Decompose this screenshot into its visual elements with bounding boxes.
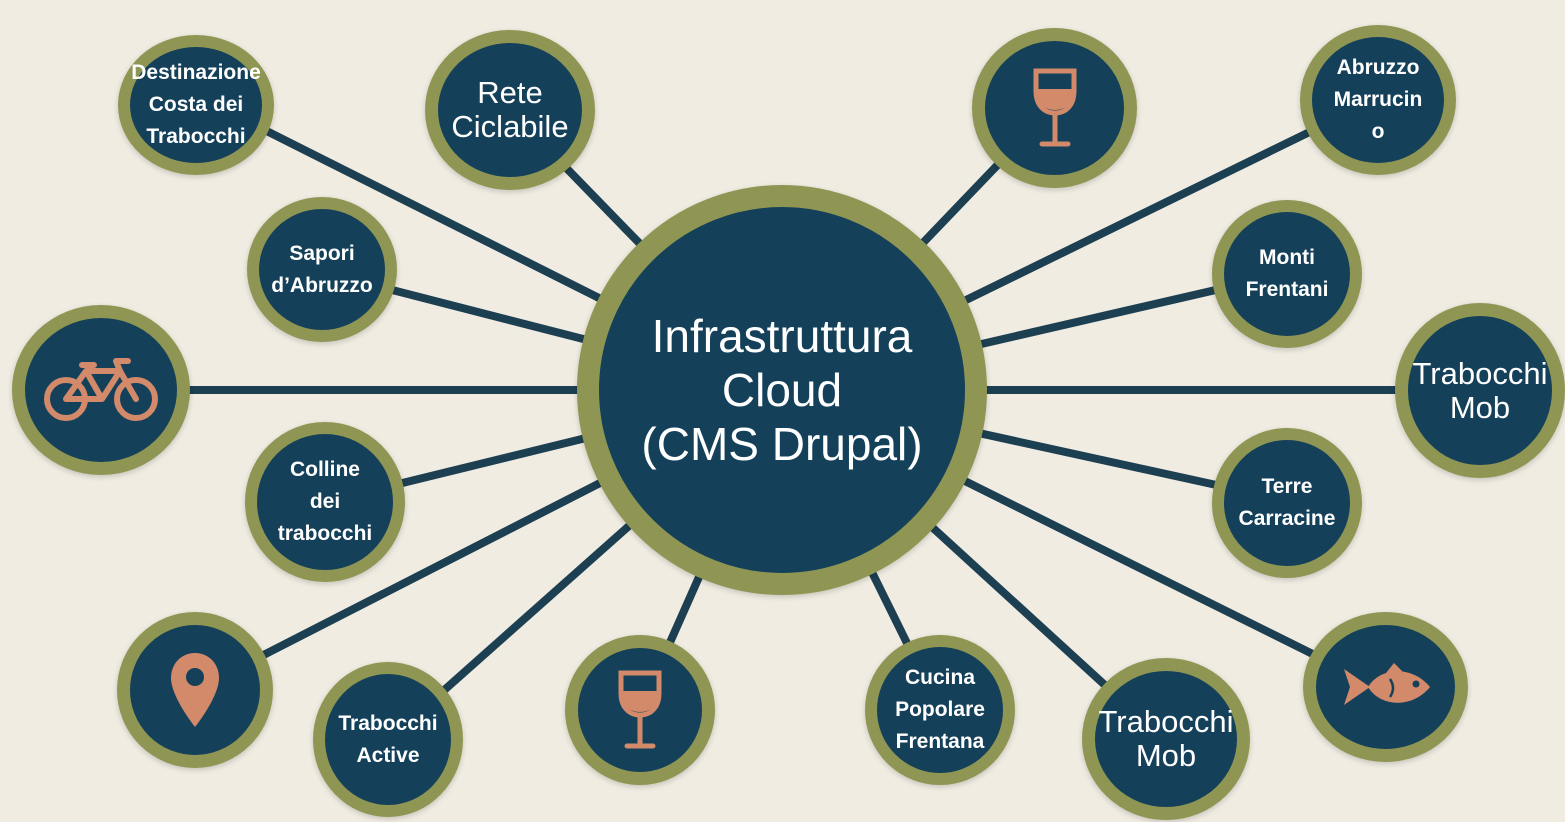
node-destinazione-costa-dei-trabocchi: Destinazione Costa dei Trabocchi — [118, 35, 274, 175]
node-abruzzo-marrucino: Abruzzo Marrucin o — [1300, 25, 1456, 175]
wine-glass-icon — [617, 669, 663, 751]
node-label: Cucina Popolare Frentana — [895, 666, 985, 753]
wine-glass-icon — [1032, 67, 1078, 149]
node-label: Trabocchi Mob — [1098, 704, 1234, 773]
node-fish — [1303, 612, 1468, 762]
node-cucina-popolare-frentana: Cucina Popolare Frentana — [865, 635, 1015, 785]
node-colline-dei-trabocchi: Colline dei trabocchi — [245, 422, 405, 582]
node-monti-frentani: Monti Frentani — [1212, 200, 1362, 348]
node-label: Monti Frentani — [1245, 246, 1329, 301]
node-trabocchi-mob-bottom: Trabocchi Mob — [1082, 658, 1250, 820]
node-label: Colline dei trabocchi — [277, 458, 373, 545]
node-label: Terre Carracine — [1238, 475, 1336, 530]
node-label: Sapori d’Abruzzo — [271, 241, 373, 297]
node-rete-ciclabile: Rete Ciclabile — [425, 30, 595, 190]
hub-node: Infrastruttura Cloud (CMS Drupal) — [577, 185, 987, 595]
node-wine-bottom — [565, 635, 715, 785]
node-label: Trabocchi Active — [338, 711, 438, 767]
node-trabocchi-mob-right: Trabocchi Mob — [1395, 303, 1565, 478]
node-trabocchi-active: Trabocchi Active — [313, 662, 463, 817]
node-label: Destinazione Costa dei Trabocchi — [131, 61, 261, 148]
location-pin-icon — [169, 651, 221, 729]
fish-icon — [1338, 659, 1434, 715]
node-terre-carracine: Terre Carracine — [1212, 428, 1362, 578]
bicycle-icon — [42, 357, 160, 423]
node-sapori-d-abruzzo: Sapori d’Abruzzo — [247, 197, 397, 342]
node-label: Rete Ciclabile — [451, 75, 569, 144]
hub-label: Infrastruttura Cloud (CMS Drupal) — [641, 310, 923, 470]
node-wine-top — [972, 28, 1137, 188]
node-bicycle — [12, 305, 190, 475]
node-label: Trabocchi Mob — [1412, 355, 1548, 425]
node-location — [117, 612, 273, 768]
node-label: Abruzzo Marrucin o — [1333, 56, 1423, 143]
